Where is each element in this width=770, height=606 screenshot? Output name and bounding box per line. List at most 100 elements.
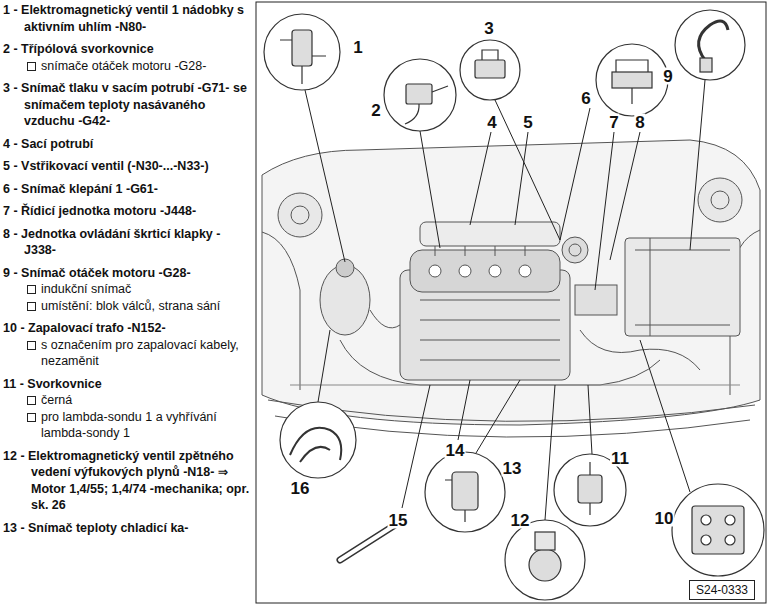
detail-insets-part [672, 484, 764, 576]
legend-item: 1 - Elektromagnetický ventil 1 nádobky s… [3, 2, 250, 35]
legend-item: 3 - Snímač tlaku v sacím potrubí -G71- s… [3, 80, 250, 130]
legend-item: 11 - Svorkovnice [3, 376, 250, 393]
engine-bay-part [262, 232, 300, 390]
engine-bay-part [290, 385, 740, 386]
engine-bay-part [711, 191, 729, 209]
detail-insets-part [725, 515, 735, 525]
callout-number: 2 [370, 102, 381, 119]
engine-bay-part [562, 237, 588, 263]
legend-item: 12 - Elektromagnetický ventil zpětného v… [3, 448, 250, 514]
detail-insets-part [675, 10, 745, 80]
legend-item: 10 - Zapalovací trafo -N152- [3, 320, 250, 337]
leader-lines-part [318, 330, 330, 402]
engine-bay-part [489, 265, 501, 277]
detail-insets-part [505, 520, 585, 600]
callout-number: 10 [654, 510, 675, 527]
engine-bay-part [262, 140, 760, 425]
engine-bay-part [370, 310, 400, 328]
detail-insets-part [612, 72, 652, 88]
engine-bay-part [580, 330, 700, 370]
callout-number: 5 [522, 114, 533, 131]
detail-insets-part [460, 40, 520, 100]
engine-bay [262, 140, 760, 437]
callout-number: 15 [388, 512, 409, 529]
callout-number: 1 [352, 39, 363, 56]
leader-lines-part [458, 380, 470, 440]
detail-insets-part [596, 44, 668, 116]
detail-tube-part [340, 525, 395, 560]
legend-item: 6 - Snímač klepání 1 -G61- [3, 181, 250, 198]
leader-lines-part [690, 80, 705, 250]
callout-number: 13 [502, 460, 523, 477]
engine-bay-part [625, 238, 740, 336]
legend-item: 7 - Řídicí jednotka motoru -J448- [3, 203, 250, 220]
detail-insets-part [384, 59, 456, 131]
detail-insets-part [280, 40, 326, 84]
detail-insets-part [616, 60, 648, 104]
detail-insets-part [475, 60, 505, 78]
engine-bay-part [420, 300, 560, 360]
engine-bay-part [459, 265, 471, 277]
detail-insets-part [405, 86, 448, 124]
detail-tube [340, 525, 395, 560]
detail-insets-part [578, 475, 602, 503]
leader-lines-part [588, 385, 592, 454]
detail-insets-part [589, 462, 590, 515]
callout-number: 11 [610, 450, 630, 467]
detail-insets-part [425, 452, 505, 532]
leader-lines-part [560, 108, 590, 240]
legend-item: 8 - Jednotka ovládání škrticí klapky -J3… [3, 226, 250, 259]
detail-insets-part [529, 549, 561, 581]
callout-number: 3 [483, 20, 494, 37]
detail-insets-part [725, 535, 735, 545]
leader-lines-part [305, 90, 345, 262]
legend-bullet: černá [3, 392, 250, 409]
figure-code-box: S24-0333 [689, 580, 755, 600]
detail-tube-part [340, 525, 395, 560]
leader-lines-part [610, 132, 640, 260]
leader-lines-part [595, 132, 614, 290]
legend-bullet: s označením pro zapalovací kabely, nezam… [3, 337, 250, 370]
figure-code: S24-0333 [696, 583, 748, 597]
detail-insets-part [452, 472, 478, 510]
leader-lines-part [545, 385, 555, 520]
detail-insets-part [700, 58, 712, 72]
legend-column: 1 - Elektromagnetický ventil 1 nádobky s… [3, 2, 250, 604]
engine-bay-part [519, 265, 531, 277]
callout-number: 7 [608, 114, 619, 131]
callout-number: 16 [290, 480, 311, 497]
detail-insets-part [701, 515, 711, 525]
illustration-frame [256, 2, 766, 603]
detail-insets-part [535, 532, 555, 550]
detail-insets-part [692, 506, 744, 554]
detail-insets-part [292, 30, 312, 66]
callout-number: 4 [486, 114, 497, 131]
engine-bay-part [291, 206, 309, 224]
engine-bay-part [340, 340, 660, 385]
leader-lines-part [420, 131, 440, 248]
detail-insets-part [406, 84, 432, 104]
detail-insets [264, 10, 764, 600]
legend-item: 9 - Snímač otáček motoru -G28- [3, 265, 250, 282]
engine-bay-part [575, 285, 617, 315]
detail-insets-part [264, 14, 340, 90]
legend-item: 2 - Třípólová svorkovnice [3, 41, 250, 58]
legend-bullet: snímače otáček motoru -G28- [3, 58, 250, 75]
callout-number: 14 [445, 442, 466, 459]
engine-bay-part [635, 238, 730, 336]
legend-item: 5 - Vstřikovací ventil (-N30-...-N33-) [3, 158, 250, 175]
legend-item: 4 - Sací potrubí [3, 136, 250, 153]
callout-number: 12 [510, 512, 531, 529]
detail-insets-part [699, 21, 728, 60]
legend-item: 13 - Snímač teploty chladicí ka- [3, 520, 250, 537]
leader-lines-part [476, 380, 520, 453]
leader-lines-part [495, 100, 560, 240]
illustration-frame-part [256, 2, 766, 603]
engine-bay-part [278, 193, 322, 237]
leader-lines-part [640, 340, 690, 492]
legend-bullet: umístění: blok válců, strana sání [3, 298, 250, 315]
engine-bay-part [698, 178, 742, 222]
detail-insets-part [280, 402, 356, 478]
engine-bay-part [435, 246, 525, 256]
callout-number: 8 [634, 114, 645, 131]
